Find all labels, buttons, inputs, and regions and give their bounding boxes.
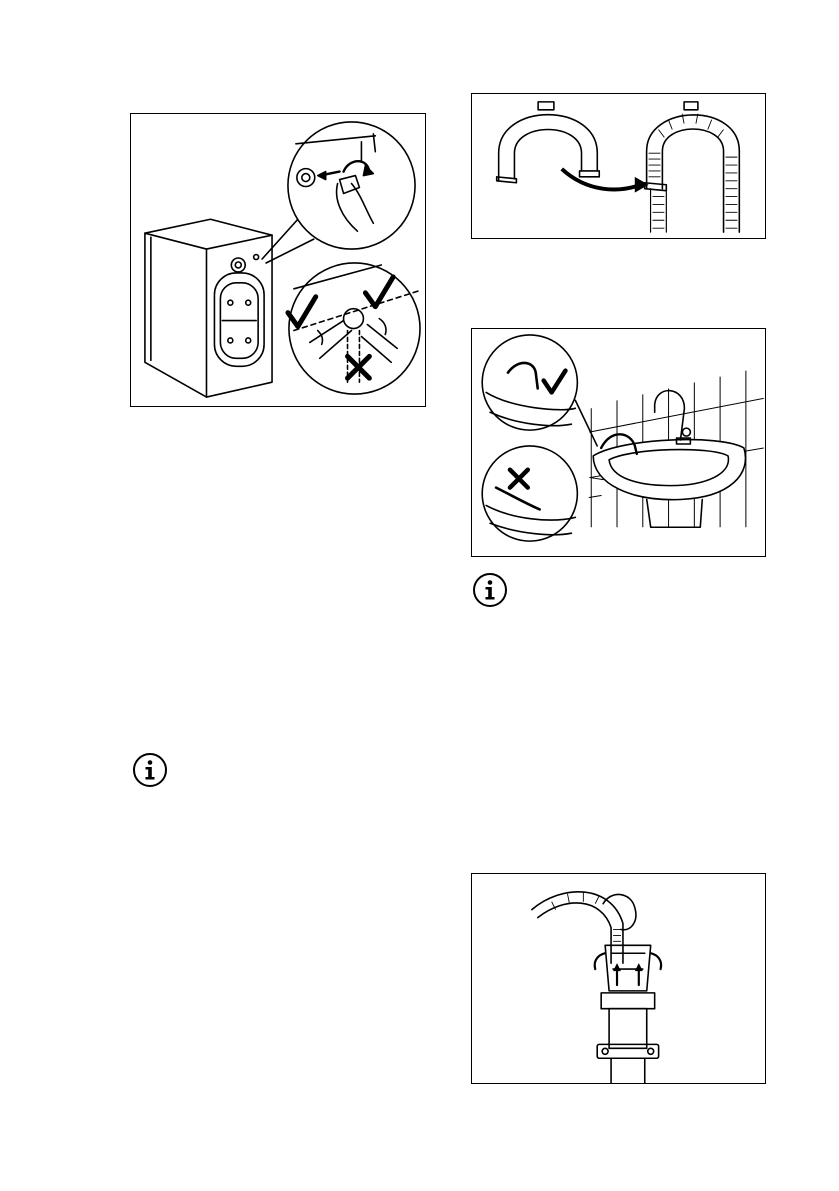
- hose-guide-illustration: [472, 94, 765, 238]
- drain-hose-sink-illustration: [472, 329, 765, 556]
- figure-connector-rotation: [130, 113, 426, 407]
- figure-hose-guide: [471, 93, 766, 239]
- figure-standpipe-drain: [471, 873, 766, 1084]
- washing-machine-hose-connector-illustration: [131, 114, 425, 406]
- drain-hose-standpipe-illustration: [472, 874, 765, 1083]
- info-icon: [132, 752, 168, 788]
- figure-sink-drain: [471, 328, 766, 557]
- info-icon: [472, 572, 508, 608]
